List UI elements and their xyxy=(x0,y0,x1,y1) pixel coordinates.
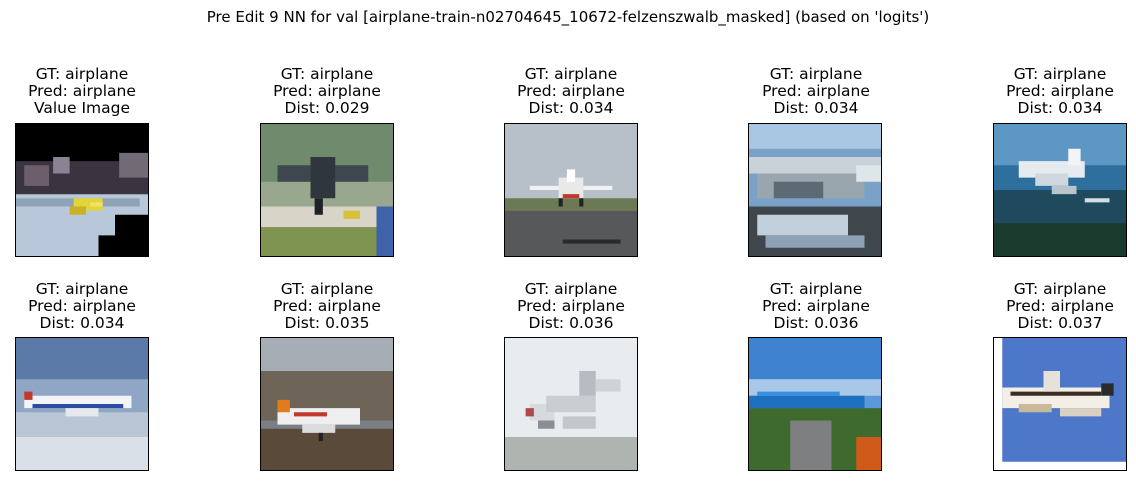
gt-label: GT: airplane xyxy=(769,280,863,298)
gt-label: GT: airplane xyxy=(769,65,863,83)
pred-label: Pred: airplane xyxy=(1006,82,1114,100)
panel-caption: GT: airplane Pred: airplane Dist: 0.034 xyxy=(696,66,936,117)
panel-6: GT: airplane Pred: airplane Dist: 0.034 xyxy=(0,281,202,332)
pred-label: Pred: airplane xyxy=(517,297,625,315)
panel-caption: GT: airplane Pred: airplane Dist: 0.034 xyxy=(940,66,1136,117)
panel-caption: GT: airplane Pred: airplane Dist: 0.034 xyxy=(451,66,691,117)
panel-9: GT: airplane Pred: airplane Dist: 0.036 xyxy=(696,281,936,332)
gt-label: GT: airplane xyxy=(35,280,129,298)
panel-caption: GT: airplane Pred: airplane Dist: 0.036 xyxy=(696,281,936,332)
panel-10: GT: airplane Pred: airplane Dist: 0.037 xyxy=(940,281,1136,332)
pred-label: Pred: airplane xyxy=(762,297,870,315)
panel-4: GT: airplane Pred: airplane Dist: 0.034 xyxy=(696,66,936,117)
thumbnail-seaplane-closeup xyxy=(748,123,882,257)
info-label: Dist: 0.037 xyxy=(1017,314,1103,332)
info-label: Dist: 0.029 xyxy=(284,99,370,117)
gt-label: GT: airplane xyxy=(35,65,129,83)
gt-label: GT: airplane xyxy=(280,280,374,298)
info-label: Dist: 0.034 xyxy=(773,99,859,117)
info-label: Dist: 0.034 xyxy=(39,314,125,332)
thumbnail-airliner-mountains xyxy=(260,337,394,471)
pred-label: Pred: airplane xyxy=(1006,297,1114,315)
pred-label: Pred: airplane xyxy=(762,82,870,100)
panel-2: GT: airplane Pred: airplane Dist: 0.029 xyxy=(207,66,447,117)
panel-caption: GT: airplane Pred: airplane Dist: 0.029 xyxy=(207,66,447,117)
thumbnail-airliner-clouds xyxy=(15,337,149,471)
gt-label: GT: airplane xyxy=(524,65,618,83)
thumbnail-small-plane-front xyxy=(504,123,638,257)
thumbnail-warbird-runway xyxy=(260,123,394,257)
gt-label: GT: airplane xyxy=(524,280,618,298)
info-label: Dist: 0.036 xyxy=(528,314,614,332)
thumbnail-jet-over-forest xyxy=(993,123,1127,257)
panel-caption: GT: airplane Pred: airplane Dist: 0.035 xyxy=(207,281,447,332)
info-label: Dist: 0.034 xyxy=(528,99,614,117)
pred-label: Pred: airplane xyxy=(517,82,625,100)
info-label: Dist: 0.034 xyxy=(1017,99,1103,117)
panel-caption: GT: airplane Pred: airplane Value Image xyxy=(0,66,202,117)
figure-title: Pre Edit 9 NN for val [airplane-train-n0… xyxy=(206,8,930,26)
pred-label: Pred: airplane xyxy=(28,82,136,100)
thumbnail-plane-tilted-white xyxy=(504,337,638,471)
panel-8: GT: airplane Pred: airplane Dist: 0.036 xyxy=(451,281,691,332)
panel-1: GT: airplane Pred: airplane Value Image xyxy=(0,66,202,117)
panel-caption: GT: airplane Pred: airplane Dist: 0.037 xyxy=(940,281,1136,332)
gt-label: GT: airplane xyxy=(1013,65,1107,83)
panel-5: GT: airplane Pred: airplane Dist: 0.034 xyxy=(940,66,1136,117)
thumbnail-masked-seaplane xyxy=(15,123,149,257)
pred-label: Pred: airplane xyxy=(273,297,381,315)
pred-label: Pred: airplane xyxy=(273,82,381,100)
panel-7: GT: airplane Pred: airplane Dist: 0.035 xyxy=(207,281,447,332)
gt-label: GT: airplane xyxy=(280,65,374,83)
info-label: Value Image xyxy=(33,99,131,117)
pred-label: Pred: airplane xyxy=(28,297,136,315)
thumbnail-blue-airliner-ground xyxy=(748,337,882,471)
info-label: Dist: 0.035 xyxy=(284,314,370,332)
gt-label: GT: airplane xyxy=(1013,280,1107,298)
panel-caption: GT: airplane Pred: airplane Dist: 0.036 xyxy=(451,281,691,332)
panel-3: GT: airplane Pred: airplane Dist: 0.034 xyxy=(451,66,691,117)
thumbnail-airliner-blue-sky xyxy=(993,337,1127,471)
info-label: Dist: 0.036 xyxy=(773,314,859,332)
panel-caption: GT: airplane Pred: airplane Dist: 0.034 xyxy=(0,281,202,332)
